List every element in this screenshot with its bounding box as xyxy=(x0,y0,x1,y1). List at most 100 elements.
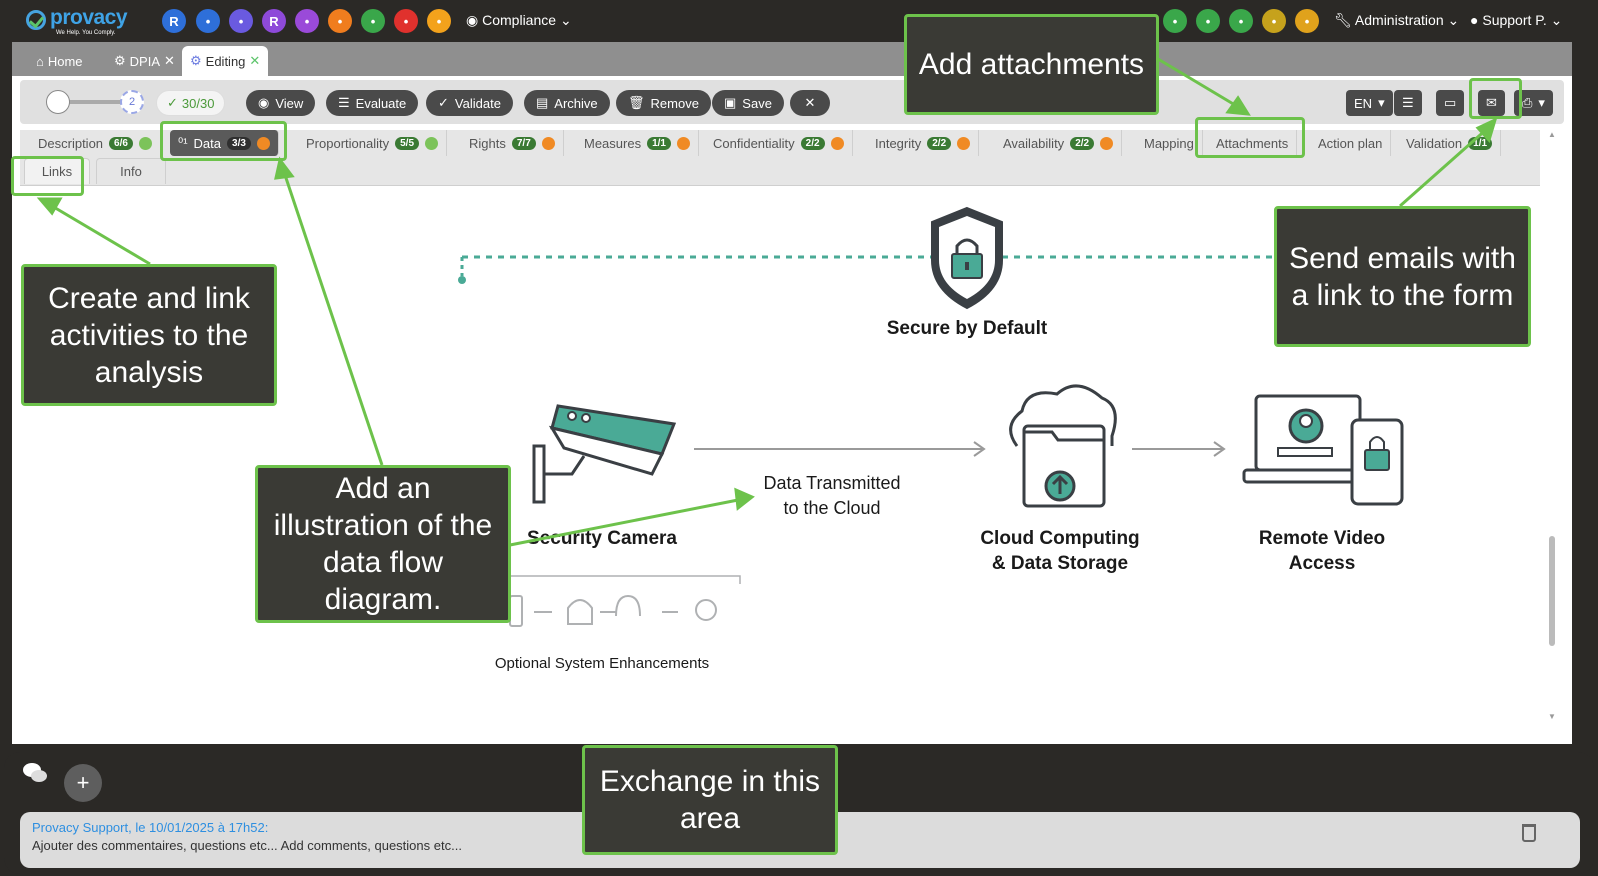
comment-author: Provacy Support, le 10/01/2025 à 17h52: xyxy=(32,820,269,835)
archive-button[interactable]: ▤Archive xyxy=(524,90,610,116)
save-button[interactable]: ▣Save xyxy=(712,90,784,116)
trash-icon[interactable] xyxy=(1522,824,1536,842)
scrollbar-thumb[interactable] xyxy=(1549,536,1555,646)
progress-slider-knob[interactable] xyxy=(46,90,70,114)
form-toolbar: 2 ✓ 30/30 ◉View ☰Evaluate ✓Validate ▤Arc… xyxy=(20,80,1564,124)
provacy-logo[interactable]: provacy We Help. You Comply. xyxy=(26,6,128,36)
evaluate-button[interactable]: ☰Evaluate xyxy=(326,90,419,116)
tab-attachments[interactable]: Attachments xyxy=(1208,130,1298,156)
highlight-links-tab xyxy=(11,156,84,196)
diagram-graphics xyxy=(458,206,1404,627)
badge-icon[interactable]: • xyxy=(229,9,253,33)
comments-icon[interactable] xyxy=(22,762,48,784)
callout-exchange: Exchange in this area xyxy=(582,745,838,855)
tab-availability[interactable]: Availability 2/2 xyxy=(995,130,1123,156)
count-badge: 2/2 xyxy=(800,136,825,150)
tab-editing[interactable]: ⚙ Editing ✕ xyxy=(182,46,269,76)
scroll-down-icon[interactable]: ▼ xyxy=(1548,712,1556,721)
highlight-data-tab xyxy=(160,121,287,161)
gear-icon: ⚙ xyxy=(190,53,202,68)
tab-label: Description xyxy=(38,135,104,151)
compliance-menu[interactable]: ◉ Compliance ⌄ xyxy=(466,12,572,29)
remove-button[interactable]: 🗑︎Remove xyxy=(616,90,711,116)
envelope-icon: ✉ xyxy=(1486,95,1497,110)
close-icon[interactable]: ✕ xyxy=(249,53,261,68)
validate-button[interactable]: ✓Validate xyxy=(426,90,513,116)
tab-label: Rights xyxy=(469,135,506,151)
count-badge: 5/5 xyxy=(395,136,420,150)
tools-icon[interactable]: • xyxy=(1295,9,1319,33)
highlight-attachments-tab xyxy=(1195,117,1305,158)
users-icon[interactable]: • xyxy=(1229,9,1253,33)
callout-send-emails: Send emails with a link to the form xyxy=(1274,206,1531,347)
logo-name: provacy xyxy=(50,6,128,29)
r-letter-icon[interactable]: R xyxy=(162,9,186,33)
administration-menu[interactable]: 🔧︎ Administration ⌄ xyxy=(1334,12,1459,29)
status-smiley-icon xyxy=(676,136,690,150)
status-smiley-icon xyxy=(957,136,971,150)
eye-icon: ◉ xyxy=(258,95,270,110)
flow-icon[interactable]: • xyxy=(196,9,220,33)
group-icon[interactable]: • xyxy=(1262,9,1286,33)
subtab-info[interactable]: Info xyxy=(96,158,166,184)
person-icon[interactable]: • xyxy=(361,9,385,33)
remote-access-icon xyxy=(1242,394,1404,506)
user-menu[interactable]: ● Support P. ⌄ xyxy=(1470,12,1562,29)
status-smiley-icon xyxy=(256,136,270,150)
language-value: EN xyxy=(1354,95,1373,111)
card-view-button[interactable]: ▭ xyxy=(1436,90,1465,116)
cloud-label-line-2: & Data Storage xyxy=(991,553,1129,574)
count-badge: 3/3 xyxy=(227,136,251,150)
tab-label: Availability xyxy=(1003,135,1065,151)
optional-enhancements-icons xyxy=(502,575,741,627)
checklist-icon[interactable]: • xyxy=(328,9,352,33)
view-button[interactable]: ◉View xyxy=(246,90,316,116)
tab-action-plan[interactable]: Action plan xyxy=(1310,130,1392,156)
tab-proportionality[interactable]: Proportionality 5/5 xyxy=(298,130,448,156)
subtab-links[interactable]: Links xyxy=(24,158,90,184)
chevron-down-icon: ⌄ xyxy=(559,12,572,28)
progress-slider-track[interactable] xyxy=(64,100,124,104)
user-label: Support P. xyxy=(1482,12,1547,28)
progress-slider-step[interactable]: 2 xyxy=(120,90,144,114)
tab-mapping[interactable]: Mapping xyxy=(1136,130,1203,156)
count-badge: 2/2 xyxy=(1070,136,1095,150)
sitemap-icon[interactable]: • xyxy=(1163,9,1187,33)
security-camera-label: Security Camera xyxy=(527,528,677,549)
add-comment-button[interactable]: + xyxy=(64,764,102,802)
tab-home[interactable]: ⌂ Home xyxy=(28,46,91,76)
r-letter-icon[interactable]: R xyxy=(262,9,286,33)
close-icon[interactable]: ✕ xyxy=(164,53,175,68)
binary-icon: ⁰¹ xyxy=(178,135,188,150)
cloud-storage-icon xyxy=(1009,384,1117,508)
wrench-icon: 🔧︎ xyxy=(1334,12,1352,28)
scroll-up-icon[interactable]: ▲ xyxy=(1548,130,1556,139)
language-select[interactable]: EN▾ xyxy=(1346,90,1393,116)
archive-label: Archive xyxy=(554,95,598,111)
optional-enhancements-label: Optional System Enhancements xyxy=(494,655,710,672)
close-form-button[interactable]: ✕ xyxy=(790,90,830,116)
trash-icon: 🗑︎ xyxy=(628,95,645,110)
share-icon[interactable]: • xyxy=(427,9,451,33)
vertical-scrollbar[interactable]: ▲ ▼ xyxy=(1548,130,1556,730)
tab-label: Measures xyxy=(584,135,642,151)
list-view-button[interactable]: ☰ xyxy=(1394,90,1422,116)
sliders-icon: ☰ xyxy=(338,95,350,110)
transmit-label-line-1: Data Transmitted xyxy=(763,473,901,493)
remote-label-line-2: Access xyxy=(1288,553,1356,574)
count-badge: 2/2 xyxy=(927,136,952,150)
top-navigation-bar: provacy We Help. You Comply. R • • R • • • • • ◉… xyxy=(0,0,1598,42)
building-icon[interactable]: • xyxy=(1196,9,1220,33)
tab-label: Proportionality xyxy=(306,135,390,151)
handshake-icon[interactable]: • xyxy=(295,9,319,33)
shield-icon[interactable]: • xyxy=(394,9,418,33)
tab-dpia[interactable]: ⚙ DPIA ✕ xyxy=(106,46,183,76)
comment-input[interactable]: Ajouter des commentaires, questions etc.… xyxy=(32,838,462,853)
email-button[interactable]: ✉ xyxy=(1478,90,1505,116)
